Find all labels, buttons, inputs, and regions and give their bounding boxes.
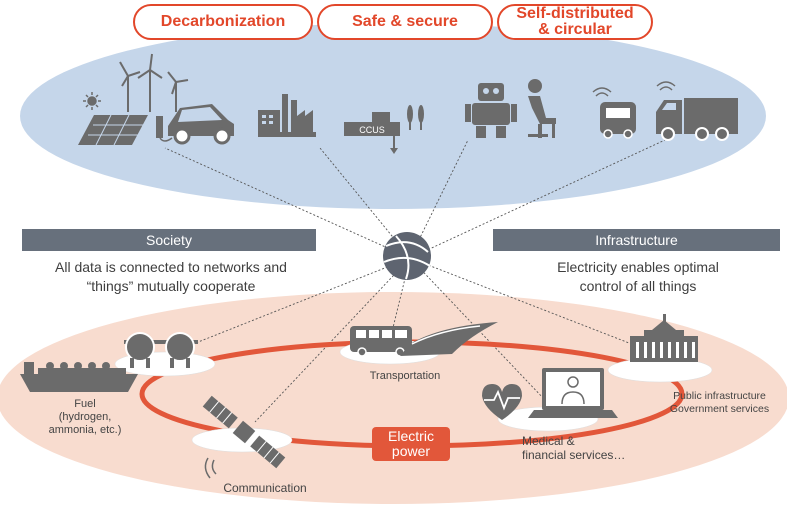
fuel-label: Fuel (hydrogen, ammonia, etc.) <box>48 398 122 436</box>
communication-label: Communication <box>223 481 307 495</box>
goal-label: Safe & secure <box>352 13 458 30</box>
society-description: All data is connected to networks and “t… <box>55 259 287 294</box>
goal-pill-safe-secure: Safe & secure <box>317 4 493 40</box>
seated-worker-icon <box>528 79 556 138</box>
factory-icon <box>258 94 316 137</box>
tanker-ship-icon <box>20 362 138 392</box>
satellite-icon <box>202 395 286 479</box>
medical-label: Medical & financial services… <box>522 434 626 462</box>
network-globe-icon <box>383 232 431 280</box>
truck-icon <box>656 81 738 141</box>
robot-icon <box>465 83 517 138</box>
wind-turbine-icon <box>119 53 189 112</box>
connector-lines <box>164 139 666 423</box>
bus-icon <box>350 326 412 357</box>
goal-label: Self-distributed & circular <box>516 5 634 38</box>
electric-power-label: Electric power <box>372 427 450 461</box>
sun-icon <box>83 92 101 110</box>
government-building-icon <box>630 314 698 362</box>
infrastructure-description: Electricity enables optimal control of a… <box>557 259 719 294</box>
bullet-train-icon <box>400 322 498 356</box>
heart-pulse-icon <box>482 384 522 420</box>
public-infrastructure-label: Public infrastructure Government service… <box>669 390 770 415</box>
lower-ellipse <box>0 292 787 504</box>
society-header: Society <box>22 229 316 251</box>
goal-pill-decarbonization: Decarbonization <box>133 4 313 40</box>
goal-pill-self-distributed: Self-distributed & circular <box>497 4 653 40</box>
delivery-robot-icon <box>592 87 636 139</box>
laptop-doctor-icon <box>528 368 618 418</box>
gas-tanks-icon <box>124 332 198 368</box>
transportation-label: Transportation <box>369 370 441 382</box>
solar-panel-icon <box>78 114 148 146</box>
ccus-label: CCUS <box>359 125 385 135</box>
upper-ellipse <box>20 23 766 209</box>
electric-car-icon <box>156 104 234 145</box>
infrastructure-header: Infrastructure <box>493 229 780 251</box>
goal-label: Decarbonization <box>160 13 286 30</box>
ccus-plant-icon: CCUS <box>344 105 424 154</box>
